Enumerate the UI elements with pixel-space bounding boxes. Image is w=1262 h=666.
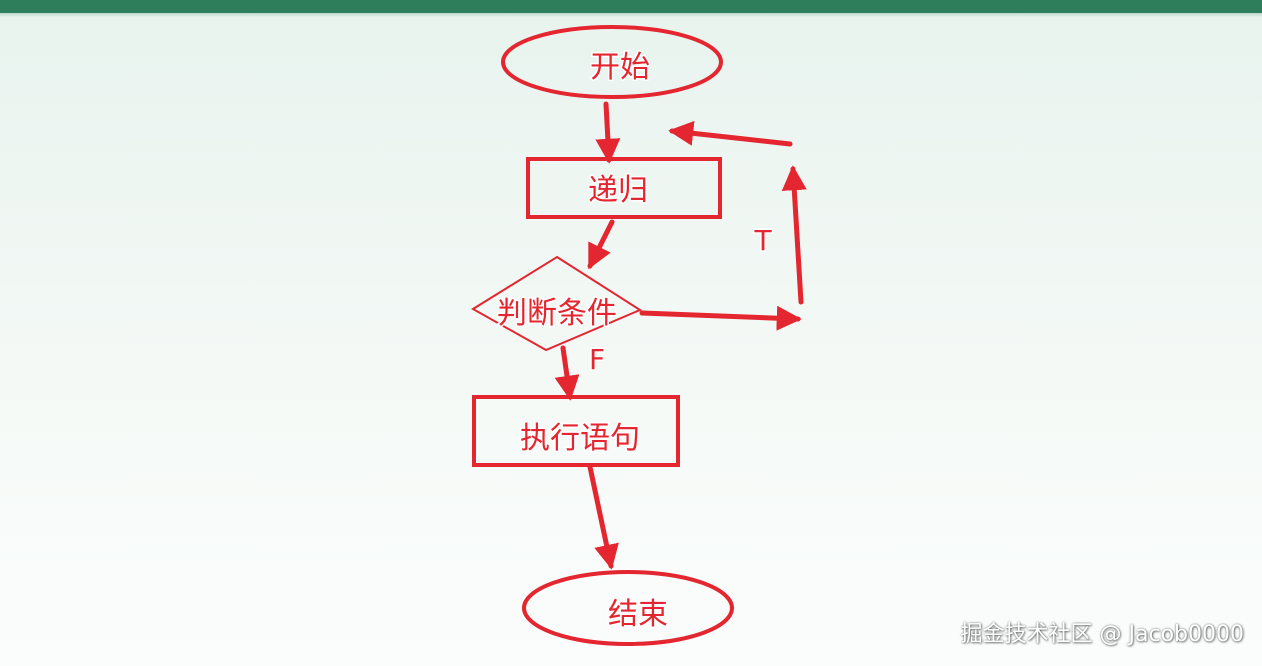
recursion-node: 递归: [526, 157, 722, 219]
end-label: 结束: [608, 597, 668, 632]
execute-node: 执行语句: [472, 395, 680, 467]
arrow-condition-to-execute: [554, 345, 580, 401]
condition-node: 判断条件: [471, 255, 643, 352]
watermark: 掘金技术社区 @ Jacob0000: [960, 622, 1244, 647]
top-bar: [0, 0, 1262, 13]
arrow-back-to-recursion: [668, 120, 793, 147]
arrow-right-upward: [781, 165, 807, 305]
false-branch-label: F: [589, 343, 605, 376]
recursion-label: 递归: [588, 173, 648, 208]
condition-label: 判断条件: [497, 296, 617, 331]
top-bar-shadow: [0, 13, 1262, 17]
start-node: 开始: [501, 25, 723, 99]
start-label: 开始: [590, 50, 650, 85]
arrow-condition-to-right: [639, 305, 802, 331]
arrow-start-to-recursion: [595, 101, 621, 164]
arrow-recursion-to-condition: [587, 219, 615, 270]
arrow-execute-to-end: [587, 464, 619, 570]
execute-label: 执行语句: [520, 421, 640, 456]
true-branch-label: T: [753, 224, 772, 257]
end-node: 结束: [522, 570, 734, 646]
